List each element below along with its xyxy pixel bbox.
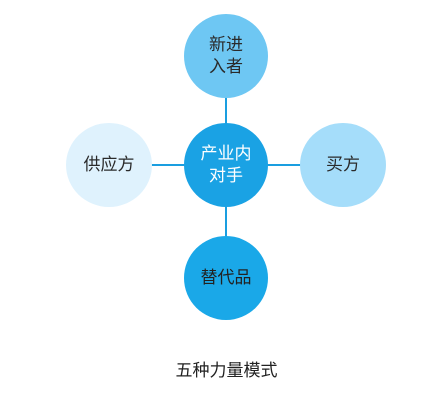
connector-left — [151, 164, 185, 166]
connector-bottom — [225, 206, 227, 237]
node-industry-rivals: 产业内 对手 — [184, 123, 268, 207]
node-buyers: 买方 — [300, 123, 386, 207]
node-new-entrants-label: 新进 入者 — [209, 35, 243, 77]
node-new-entrants: 新进 入者 — [184, 14, 268, 98]
node-substitutes: 替代品 — [184, 236, 268, 320]
connector-top — [225, 97, 227, 124]
node-buyers-label: 买方 — [326, 155, 360, 175]
node-suppliers: 供应方 — [66, 123, 152, 207]
connector-right — [267, 164, 301, 166]
node-industry-rivals-label: 产业内 对手 — [200, 144, 252, 186]
node-suppliers-label: 供应方 — [83, 155, 135, 175]
node-substitutes-label: 替代品 — [200, 268, 252, 288]
diagram-caption: 五种力量模式 — [175, 361, 278, 381]
